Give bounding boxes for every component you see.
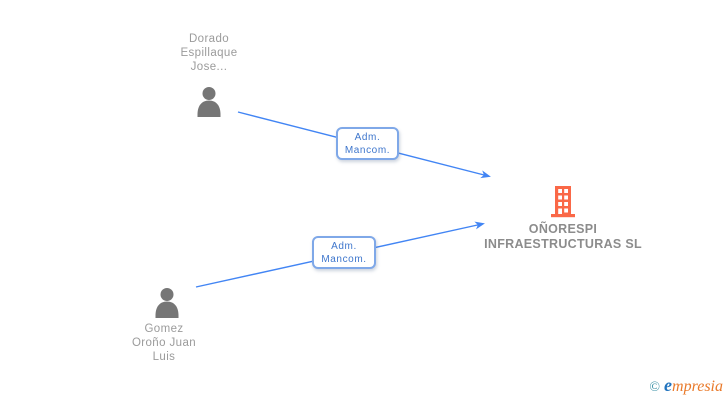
relationship-label-2[interactable]: Adm. Mancom. xyxy=(312,236,376,269)
person2-name-line1: Gomez xyxy=(144,323,184,335)
person1-name-line3: Jose... xyxy=(190,61,228,73)
copyright-icon: © xyxy=(649,380,661,395)
person-icon xyxy=(155,288,179,318)
person2-name-line3: Luis xyxy=(152,351,176,363)
brand-text: mpresia xyxy=(672,378,723,395)
brand-letter-e: e xyxy=(664,375,673,395)
person2-name-line2: Oroño Juan xyxy=(131,337,197,349)
person2-node[interactable] xyxy=(153,287,181,318)
person2-name[interactable]: Gomez Oroño Juan Luis xyxy=(99,322,229,364)
person1-name-line1: Dorado xyxy=(188,33,230,45)
relationship-label-2-line1: Adm. xyxy=(331,240,357,252)
company-name-line1: OÑORESPI xyxy=(528,222,598,236)
person-icon xyxy=(197,87,221,117)
building-icon xyxy=(551,186,575,218)
company-node[interactable] xyxy=(548,186,578,223)
person1-name[interactable]: Dorado Espillaque Jose... xyxy=(144,32,274,74)
company-name-line2: INFRAESTRUCTURAS SL xyxy=(484,237,642,251)
relationship-label-1[interactable]: Adm. Mancom. xyxy=(336,127,399,160)
person1-name-line2: Espillaque xyxy=(180,47,238,59)
company-name[interactable]: OÑORESPI INFRAESTRUCTURAS SL xyxy=(478,222,648,252)
person1-node[interactable] xyxy=(195,86,223,117)
watermark-logo: ©empresia xyxy=(649,375,723,396)
relationship-label-2-line2: Mancom. xyxy=(321,253,367,265)
relationship-label-1-line1: Adm. xyxy=(354,131,381,143)
relationship-label-1-line2: Mancom. xyxy=(344,144,391,156)
